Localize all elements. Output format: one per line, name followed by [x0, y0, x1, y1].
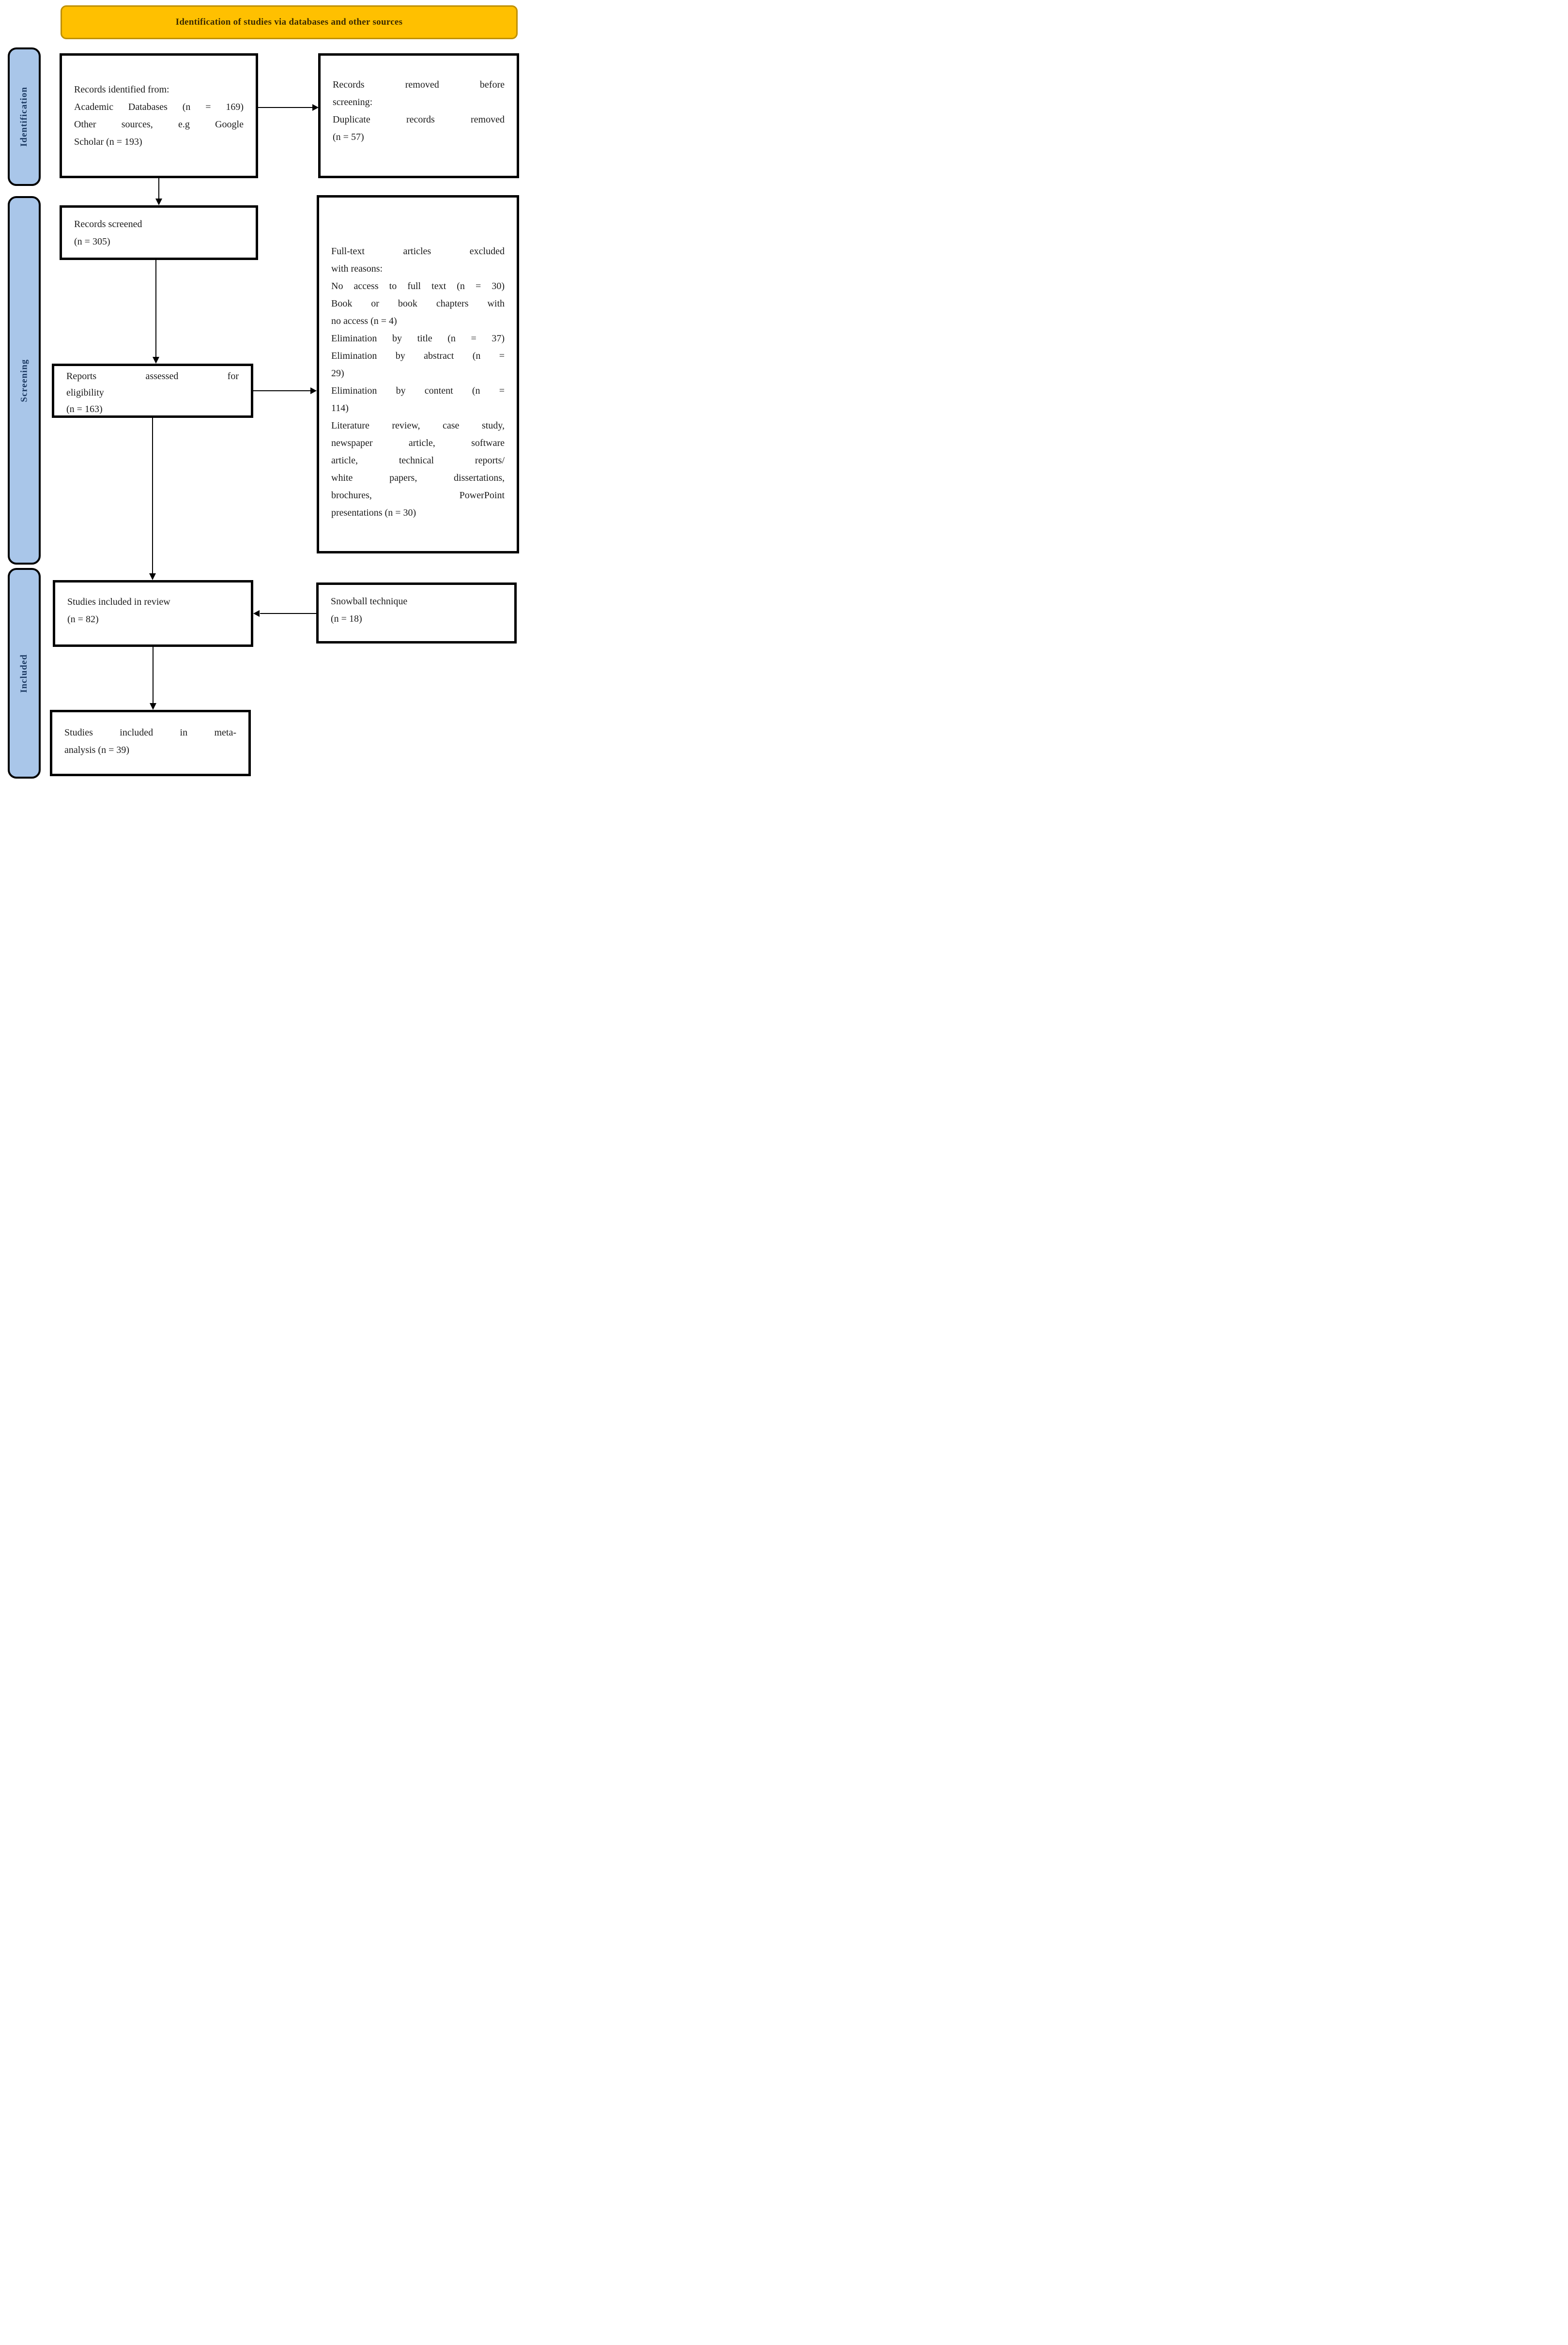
arrow-reports-to-review-head-icon — [149, 573, 156, 580]
arrow-identified-to-removed-line — [258, 107, 312, 108]
box-text-line: Other sources, e.g Google — [74, 119, 244, 130]
arrow-review-to-meta-line — [153, 647, 154, 703]
box-text-line: (n = 57) — [333, 132, 364, 142]
arrow-identified-to-screened-line — [158, 178, 159, 199]
box-text-line: 114) — [331, 403, 349, 414]
arrow-review-to-meta-head-icon — [150, 703, 156, 710]
stage-included: Included — [8, 568, 41, 779]
arrow-reports-to-excluded-line — [253, 390, 311, 391]
box-studies-included-review: Studies included in review (n = 82) — [53, 580, 253, 647]
box-text-line: Records screened — [74, 219, 142, 230]
stage-identification: Identification — [8, 47, 41, 186]
box-text-line: Literature review, case study, — [331, 420, 505, 431]
arrow-screened-to-reports-head-icon — [153, 357, 159, 364]
arrow-snowball-to-review-head-icon — [253, 610, 260, 617]
box-snowball-technique: Snowball technique (n = 18) — [316, 582, 517, 644]
box-text-line: Records removed before — [333, 79, 505, 90]
arrow-reports-to-review-line — [152, 418, 153, 573]
stage-screening: Screening — [8, 196, 41, 565]
box-text-line: (n = 82) — [67, 614, 99, 625]
box-studies-included-meta: Studies included in meta-analysis (n = 3… — [50, 710, 251, 776]
box-text-line: brochures, PowerPoint — [331, 490, 505, 501]
arrow-reports-to-excluded-head-icon — [310, 387, 317, 394]
box-text-line: Elimination by title (n = 37) — [331, 333, 505, 344]
stage-screening-label: Screening — [19, 359, 29, 402]
arrow-screened-to-reports-line — [155, 260, 156, 357]
box-text-line: Studies included in review — [67, 597, 170, 607]
box-records-removed: Records removed before screening: Duplicat… — [318, 53, 519, 178]
box-text-line: with reasons: — [331, 263, 383, 274]
box-text-line: white papers, dissertations, — [331, 473, 505, 483]
box-text-line: (n = 305) — [74, 236, 110, 247]
stage-included-label: Included — [19, 654, 29, 693]
box-text-line: screening: — [333, 97, 373, 107]
box-text-line: no access (n = 4) — [331, 316, 397, 326]
box-text-line: No access to full text (n = 30) — [331, 281, 505, 291]
arrow-identified-to-screened-head-icon — [155, 199, 162, 205]
box-reports-assessed: Reports assessed for eligibility (n = 163) — [52, 364, 253, 418]
banner: Identification of studies via databases … — [61, 5, 518, 39]
box-text-line: (n = 18) — [331, 613, 362, 624]
box-text-line: article, technical reports/ — [331, 455, 505, 466]
banner-title: Identification of studies via databases … — [175, 17, 403, 27]
box-text-line: Records identified from: — [74, 84, 169, 95]
box-records-identified: Records identified from: Academic Databas… — [60, 53, 258, 178]
prisma-flow-diagram: Identification of studies via databases … — [0, 0, 523, 782]
box-records-screened: Records screened (n = 305) — [60, 205, 258, 260]
box-text-line: Duplicate records removed — [333, 114, 505, 125]
box-text-line: Academic Databases (n = 169) — [74, 102, 244, 112]
stage-identification-label: Identification — [19, 87, 29, 147]
box-text-line: Reports assessed for — [66, 371, 239, 382]
arrow-snowball-to-review-line — [260, 613, 316, 614]
box-text-line: Studies included in meta- — [64, 727, 236, 738]
box-fulltext-excluded: Full-text articles excluded with reasons:… — [317, 195, 519, 553]
arrow-identified-to-removed-head-icon — [312, 104, 319, 111]
box-text-line: eligibility — [66, 387, 104, 398]
box-text-line: analysis (n = 39) — [64, 745, 130, 755]
box-text-line: 29) — [331, 368, 344, 379]
box-text-line: Scholar (n = 193) — [74, 137, 142, 147]
box-text-line: (n = 163) — [66, 404, 103, 414]
box-text-line: newspaper article, software — [331, 438, 505, 448]
box-text-line: Full-text articles excluded — [331, 246, 505, 257]
box-text-line: presentations (n = 30) — [331, 507, 416, 518]
box-text-line: Elimination by content (n = — [331, 385, 505, 396]
box-text-line: Elimination by abstract (n = — [331, 351, 505, 361]
box-text-line: Book or book chapters with — [331, 298, 505, 309]
box-text-line: Snowball technique — [331, 596, 408, 607]
